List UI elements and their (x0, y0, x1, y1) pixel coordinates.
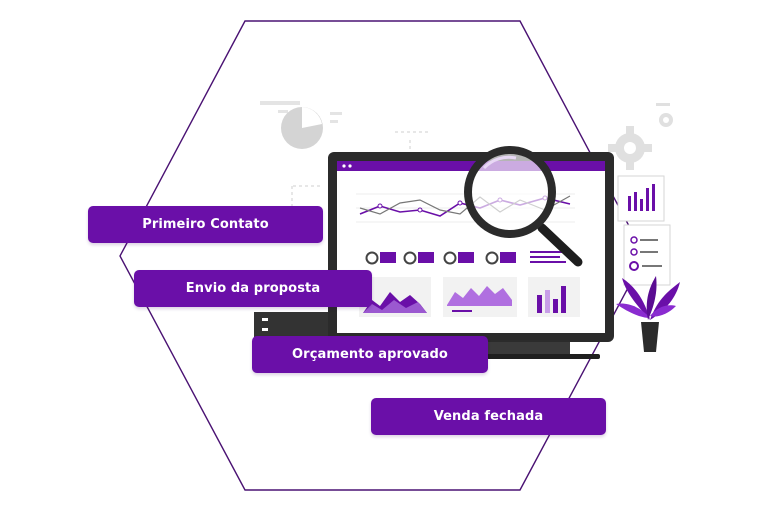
plant-icon (616, 276, 680, 352)
step-envio-da-proposta[interactable]: Envio da proposta (134, 270, 372, 307)
step-primeiro-contato[interactable]: Primeiro Contato (88, 206, 323, 243)
magnifying-glass-icon (464, 146, 583, 267)
hexagon-outline (119, 20, 646, 491)
step-venda-fechada[interactable]: Venda fechada (371, 398, 606, 435)
pie-chart-icon (260, 101, 342, 149)
screen-wave-chart (443, 277, 517, 317)
guide-lines (291, 131, 430, 206)
gear-icon (608, 103, 673, 170)
screen-kpi-row (365, 251, 566, 265)
step-orcamento-aprovado[interactable]: Orçamento aprovado (252, 336, 488, 373)
report-sheet-icon (617, 175, 671, 286)
screen-bar-chart (528, 277, 580, 317)
